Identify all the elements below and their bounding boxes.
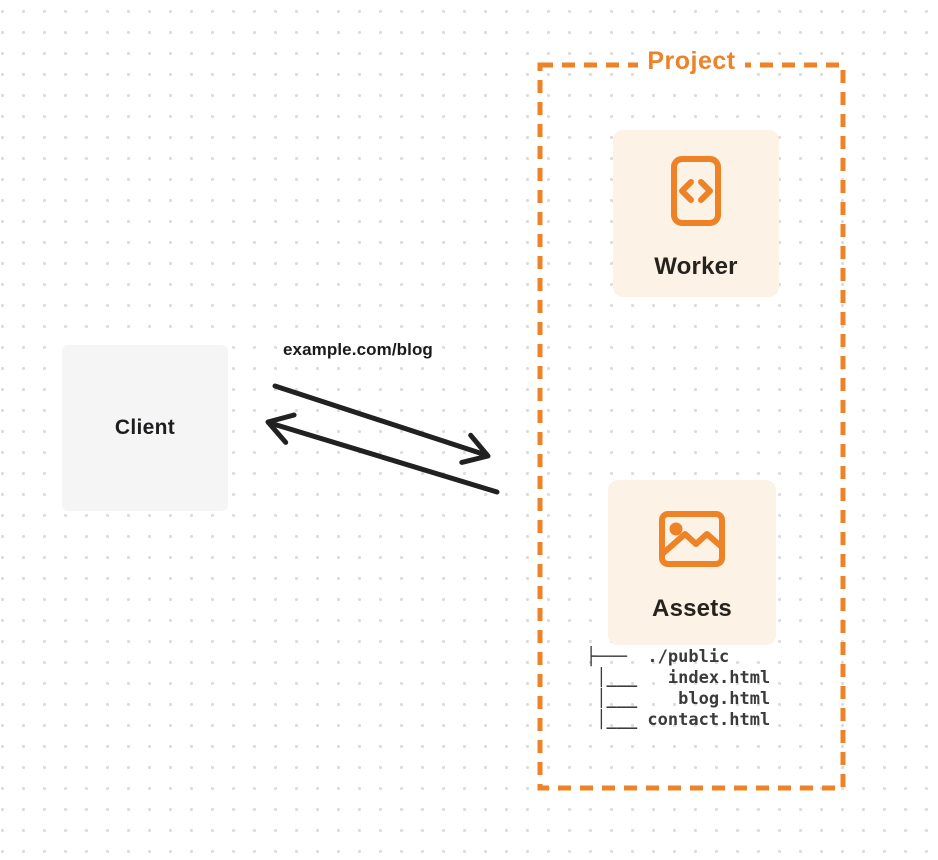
worker-label: Worker (654, 253, 738, 280)
response-arrow (265, 412, 500, 495)
client-box: Client (62, 345, 228, 511)
assets-card: Assets (608, 480, 776, 645)
image-icon (658, 510, 726, 568)
assets-file-tree: ├─── ./public │___ index.html │___ blog.… (586, 647, 771, 730)
code-document-icon (670, 155, 722, 227)
client-label: Client (114, 416, 176, 439)
assets-label: Assets (652, 595, 732, 622)
project-dashed-border (537, 62, 846, 791)
request-arrow (272, 383, 491, 465)
request-url-label: example.com/blog (283, 340, 433, 359)
worker-card: Worker (613, 130, 779, 297)
